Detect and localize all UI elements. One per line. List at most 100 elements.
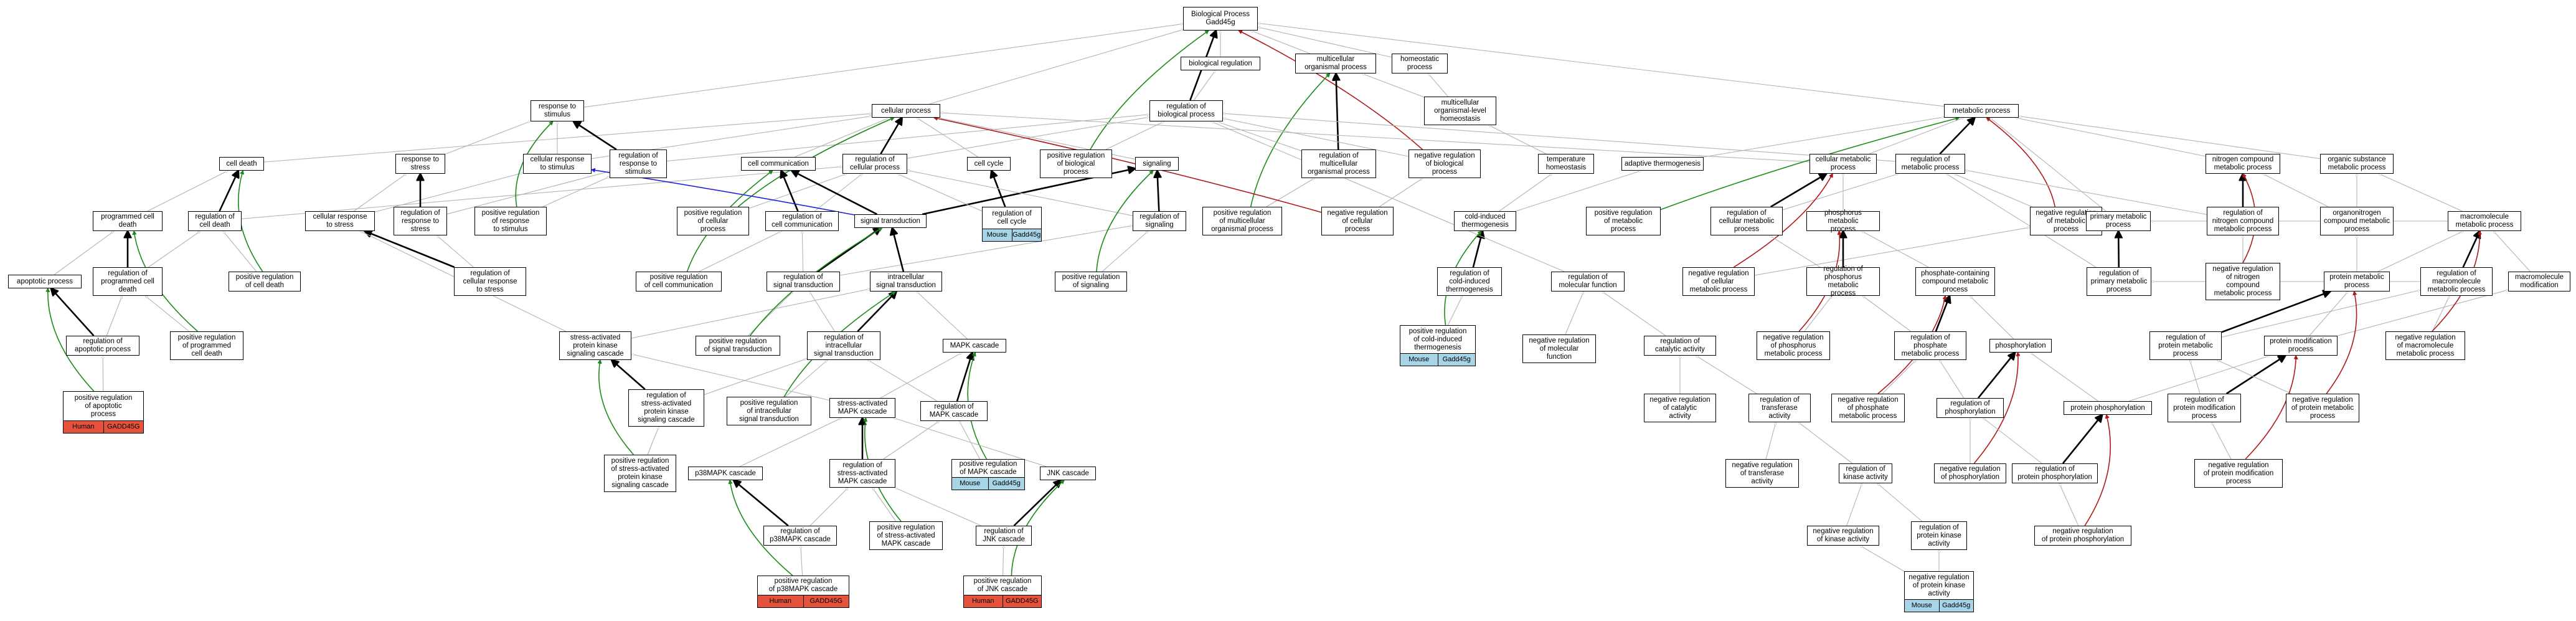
go-term-primary[interactable]: primary metabolic process — [2086, 211, 2151, 231]
go-term-posregcellproc[interactable]: positive regulation of cellular process — [677, 207, 749, 235]
go-term-posregrespstim[interactable]: positive regulation of response to stimu… — [474, 207, 547, 235]
go-term-negregproteinmod[interactable]: negative regulation of protein modificat… — [2194, 459, 2283, 488]
go-term-posregapoptotic[interactable]: positive regulation of apoptotic process… — [63, 391, 144, 434]
go-term-regapoptotic[interactable]: regulation of apoptotic process — [66, 336, 139, 356]
go-term-negregtransferase[interactable]: negative regulation of transferase activ… — [1725, 459, 1799, 488]
go-term-sapk[interactable]: stress-activated protein kinase signalin… — [559, 331, 631, 360]
go-term-pcd[interactable]: programmed cell death — [93, 211, 163, 231]
go-term-p38[interactable]: p38MAPK cascade — [688, 467, 763, 480]
go-term-proteinmod[interactable]: protein modification process — [2264, 336, 2338, 356]
go-term-regsigtrans[interactable]: regulation of signal transduction — [767, 272, 840, 292]
go-term-regproteinkinase[interactable]: regulation of protein kinase activity — [1911, 521, 1967, 550]
go-term-regmacromol[interactable]: regulation of macromolecule metabolic pr… — [2420, 267, 2493, 296]
go-term-regintracell[interactable]: regulation of intracellular signal trans… — [807, 331, 880, 360]
go-term-regrespstim[interactable]: regulation of response to stimulus — [610, 149, 667, 178]
go-term-regrespstress[interactable]: regulation of response to stress — [394, 207, 447, 235]
go-term-negregcellmetab[interactable]: negative regulation of cellular metaboli… — [1682, 267, 1755, 296]
go-term-macromolmod[interactable]: macromolecule modification — [2508, 272, 2570, 292]
go-term-regtransferase[interactable]: regulation of transferase activity — [1748, 394, 1811, 422]
go-term-regp38[interactable]: regulation of p38MAPK cascade — [763, 526, 837, 546]
go-term-negregbp[interactable]: negative regulation of biological proces… — [1408, 149, 1481, 178]
go-term-posregpcd[interactable]: positive regulation of programmed cell d… — [170, 331, 243, 360]
go-term-regproteinmetab[interactable]: regulation of protein metabolic process — [2149, 331, 2222, 360]
go-term-cellmetab[interactable]: cellular metabolic process — [1809, 154, 1877, 174]
go-term-multiorghomeo[interactable]: multicellular organismal-level homeostas… — [1424, 97, 1496, 125]
go-term-posregsamapk[interactable]: positive regulation of stress-activated … — [869, 521, 943, 550]
go-term-regcelldeath[interactable]: regulation of cell death — [188, 211, 242, 231]
go-term-negregproteinkinase[interactable]: negative regulation of protein kinase ac… — [1904, 571, 1974, 612]
go-term-regphosphorylation[interactable]: regulation of phosphorylation — [1937, 398, 2004, 418]
go-term-negregphosphorylation[interactable]: negative regulation of phosphorylation — [1934, 463, 2006, 483]
go-term-negregcellproc[interactable]: negative regulation of cellular process — [1321, 207, 1394, 235]
go-term-regsignaling[interactable]: regulation of signaling — [1133, 211, 1186, 231]
go-term-samapk[interactable]: stress-activated MAPK cascade — [829, 398, 895, 418]
go-term-regnitrogen[interactable]: regulation of nitrogen compound metaboli… — [2207, 207, 2279, 235]
go-term-posregsigtrans[interactable]: positive regulation of signal transducti… — [696, 336, 780, 356]
go-term-posregcelldeath[interactable]: positive regulation of cell death — [229, 272, 301, 292]
go-term-regmetab[interactable]: regulation of metabolic process — [1895, 154, 1965, 174]
go-term-homeo[interactable]: homeostatic process — [1392, 54, 1448, 73]
go-term-regcellrespstress[interactable]: regulation of cellular response to stres… — [454, 267, 526, 296]
go-term-regmultiorg[interactable]: regulation of multicellular organismal p… — [1301, 149, 1376, 178]
go-term-posregsapk[interactable]: positive regulation of stress-activated … — [604, 455, 676, 492]
go-term-negregproteinmetab[interactable]: negative regulation of protein metabolic… — [2286, 394, 2359, 422]
go-term-posregmetab[interactable]: positive regulation of metabolic process — [1586, 207, 1661, 235]
go-term-regcellmetab[interactable]: regulation of cellular metabolic process — [1710, 207, 1783, 235]
go-term-jnk[interactable]: JNK cascade — [1040, 467, 1096, 480]
go-term-regphosphate[interactable]: regulation of phosphate metabolic proces… — [1894, 331, 1966, 360]
go-term-bp[interactable]: Biological Process Gadd45g — [1183, 7, 1258, 31]
go-term-negregnitrogen[interactable]: negative regulation of nitrogen compound… — [2206, 263, 2280, 300]
go-term-regmolfunc2[interactable]: negative regulation of molecular functio… — [1522, 334, 1596, 363]
go-term-posregintracell[interactable]: positive regulation of intracellular sig… — [727, 397, 811, 425]
go-term-proteinphos[interactable]: protein phosphorylation — [2064, 401, 2152, 415]
go-term-negregphosphorus[interactable]: negative regulation of phosphorus metabo… — [1757, 331, 1830, 360]
go-term-phosphorus[interactable]: phosphorus metabolic process — [1806, 209, 1880, 233]
go-term-regmapk[interactable]: regulation of MAPK cascade — [920, 401, 988, 421]
go-term-regproteinphos[interactable]: regulation of protein phosphorylation — [2012, 463, 2098, 483]
go-term-regsapk[interactable]: regulation of stress-activated protein k… — [628, 389, 704, 427]
go-term-respstim[interactable]: response to stimulus — [531, 100, 584, 121]
go-term-organicsub[interactable]: organic substance metabolic process — [2320, 154, 2394, 174]
go-term-organonitrogen[interactable]: organonitrogen compound metabolic proces… — [2320, 207, 2394, 235]
go-term-regphosphorus[interactable]: regulation of phosphorus metabolic proce… — [1806, 265, 1880, 297]
go-term-regcatalytic[interactable]: regulation of catalytic activity — [1644, 336, 1716, 356]
go-term-posregcellcomm[interactable]: positive regulation of cell communicatio… — [636, 272, 722, 292]
go-term-cellcomm[interactable]: cell communication — [741, 157, 816, 171]
go-term-regpcd[interactable]: regulation of programmed cell death — [93, 267, 163, 296]
go-term-negregkinase[interactable]: negative regulation of kinase activity — [1807, 526, 1879, 546]
go-term-cellcycle[interactable]: cell cycle — [967, 157, 1011, 171]
go-term-regproteinmod[interactable]: regulation of protein modification proce… — [2168, 394, 2241, 422]
go-term-mapk[interactable]: MAPK cascade — [943, 339, 1006, 353]
go-term-posregcoldthermo[interactable]: positive regulation of cold-induced ther… — [1400, 325, 1476, 366]
go-term-macromol[interactable]: macromolecule metabolic process — [2448, 211, 2521, 231]
go-term-posregmultiorg[interactable]: positive regulation of multicellular org… — [1202, 207, 1282, 235]
go-term-negregcatalytic[interactable]: negative regulation of catalytic activit… — [1644, 394, 1716, 422]
go-term-negregphosphate[interactable]: negative regulation of phosphate metabol… — [1831, 394, 1905, 422]
go-term-metab[interactable]: metabolic process — [1944, 104, 2019, 118]
go-term-cellrespstress[interactable]: cellular response to stress — [305, 211, 375, 231]
go-term-regbp[interactable]: regulation of biological process — [1149, 100, 1223, 121]
go-term-posregsignaling[interactable]: positive regulation of signaling — [1055, 272, 1127, 292]
go-term-regcellproc[interactable]: regulation of cellular process — [842, 154, 907, 174]
go-term-temphomeo[interactable]: temperature homeostasis — [1538, 154, 1594, 174]
go-term-negregmacromol[interactable]: negative regulation of macromolecule met… — [2385, 331, 2465, 360]
go-term-regcellcomm[interactable]: regulation of cell communication — [765, 211, 839, 231]
go-term-sigtrans[interactable]: signal transduction — [854, 214, 927, 228]
go-term-celldeath[interactable]: cell death — [219, 157, 264, 171]
go-term-apoptotic[interactable]: apoptotic process — [8, 275, 82, 288]
go-term-regsamapk[interactable]: regulation of stress-activated MAPK casc… — [829, 459, 895, 488]
go-term-regkinase[interactable]: regulation of kinase activity — [1839, 463, 1892, 483]
go-term-cellproc[interactable]: cellular process — [872, 104, 940, 118]
go-term-adaptthermo[interactable]: adaptive thermogenesis — [1621, 157, 1704, 171]
go-term-phosphatecont[interactable]: phosphate-containing compound metabolic … — [1915, 267, 1995, 296]
go-term-regjnk[interactable]: regulation of JNK cascade — [976, 526, 1032, 546]
go-term-intracell[interactable]: intracellular signal transduction — [870, 272, 942, 292]
go-term-regcoldthermo[interactable]: regulation of cold-induced thermogenesis — [1437, 267, 1502, 296]
go-term-bioreg[interactable]: biological regulation — [1181, 57, 1260, 70]
go-term-regmolfunc[interactable]: regulation of molecular function — [1551, 272, 1625, 292]
go-term-multiorg[interactable]: multicellular organismal process — [1295, 54, 1376, 73]
